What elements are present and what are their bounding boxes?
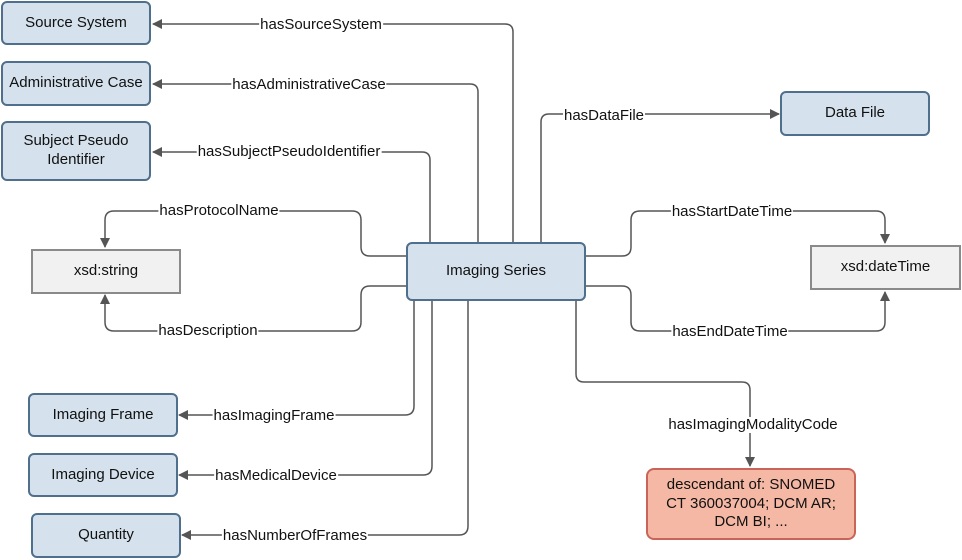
- label-has-protocol-name: hasProtocolName: [158, 202, 280, 219]
- edge-has-start-date-time: [586, 210, 890, 257]
- label-has-data-file: hasDataFile: [562, 107, 646, 124]
- edge-has-medical-device: [178, 300, 433, 480]
- edge-has-protocol-name: [100, 210, 406, 257]
- label-has-description: hasDescription: [157, 322, 259, 339]
- label-has-number-of-frames: hasNumberOfFrames: [221, 527, 369, 544]
- edge-has-source-system: [152, 19, 514, 242]
- edge-has-imaging-modality-code: [575, 300, 755, 467]
- label-has-imaging-modality-code: hasImagingModalityCode: [667, 416, 839, 433]
- edge-has-subject-pseudo-identifier: [152, 147, 431, 242]
- node-imaging-frame[interactable]: Imaging Frame: [28, 393, 178, 437]
- label-has-medical-device: hasMedicalDevice: [214, 467, 338, 484]
- node-modality-values[interactable]: descendant of: SNOMED CT 360037004; DCM …: [646, 468, 856, 540]
- node-data-file[interactable]: Data File: [780, 91, 930, 136]
- label-has-end-date-time: hasEndDateTime: [671, 323, 789, 340]
- node-imaging-series[interactable]: Imaging Series: [406, 242, 586, 301]
- node-xsd-string[interactable]: xsd:string: [31, 249, 181, 294]
- label-has-imaging-frame: hasImagingFrame: [212, 407, 336, 424]
- label-has-subject-pseudo-identifier: hasSubjectPseudoIdentifier: [196, 143, 382, 160]
- node-source-system[interactable]: Source System: [1, 1, 151, 45]
- node-imaging-device[interactable]: Imaging Device: [28, 453, 178, 497]
- node-xsd-datetime[interactable]: xsd:dateTime: [810, 245, 961, 290]
- edge-has-imaging-frame: [178, 300, 415, 420]
- label-has-administrative-case: hasAdministrativeCase: [231, 76, 387, 93]
- node-quantity[interactable]: Quantity: [31, 513, 181, 558]
- node-subject-pseudo-identifier[interactable]: Subject Pseudo Identifier: [1, 121, 151, 181]
- edge-has-number-of-frames: [181, 300, 469, 540]
- label-has-source-system: hasSourceSystem: [259, 16, 383, 33]
- node-administrative-case[interactable]: Administrative Case: [1, 61, 151, 106]
- edge-has-description: [100, 285, 406, 332]
- label-has-start-date-time: hasStartDateTime: [670, 203, 794, 220]
- edge-has-data-file: [540, 109, 780, 242]
- edge-has-end-date-time: [586, 285, 890, 332]
- edge-has-administrative-case: [152, 79, 479, 242]
